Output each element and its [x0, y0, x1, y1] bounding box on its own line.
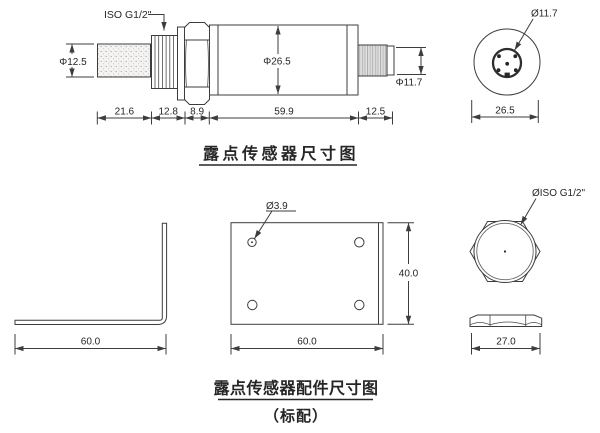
- nut-thread-inner: [476, 222, 534, 281]
- nut-thread-label: ØISO G1/2": [532, 188, 585, 199]
- length-filter-label: 21.6: [115, 107, 135, 118]
- process-thread: [151, 35, 178, 89]
- endview-connector-label: Ø11.7: [531, 9, 558, 20]
- sensor-end-view: Ø11.7 26.5: [471, 9, 558, 123]
- dim-plate-hole: Ø3.9: [253, 201, 296, 239]
- dim-filter-diameter: Φ12.5: [59, 43, 94, 78]
- length-body-label: 59.9: [274, 107, 294, 118]
- thread-label-leader: ISO G1/2": [104, 9, 167, 31]
- dim-endview-width: 26.5: [471, 100, 539, 123]
- body-diameter-label: Φ26.5: [263, 57, 291, 68]
- bracket-view: 60.0: [14, 222, 168, 355]
- filter-diameter-label: Φ12.5: [59, 57, 87, 68]
- plate-holes: [247, 237, 365, 311]
- flange: [177, 26, 185, 101]
- connector-pins: [496, 54, 518, 78]
- plate-hole-label: Ø3.9: [266, 201, 288, 212]
- dim-connector-diameter: Φ11.7: [396, 47, 426, 89]
- plate-height-label: 40.0: [399, 269, 419, 280]
- dim-body-diameter: Φ26.5: [263, 26, 291, 94]
- nut-view: ØISO G1/2" 27.0: [469, 188, 585, 355]
- dim-plate-height: 40.0: [387, 222, 419, 325]
- connector-cap: [386, 45, 395, 76]
- bracket-width-label: 60.0: [81, 337, 101, 348]
- sensor-caption: 露点传感器尺寸图: [203, 144, 359, 163]
- sensor-caption-group: 露点传感器尺寸图: [199, 144, 359, 166]
- length-hex-label: 8.9: [190, 107, 204, 118]
- length-connector-label: 12.5: [366, 107, 386, 118]
- dim-endview-connector: Ø11.7: [514, 9, 558, 51]
- nut-side-view: [469, 314, 543, 327]
- plate-width-label: 60.0: [297, 337, 317, 348]
- connector-key-notch: [504, 72, 510, 78]
- dim-nut-thread: ØISO G1/2": [520, 188, 585, 225]
- connector-thread: [357, 44, 388, 77]
- accessory-caption-group: 露点传感器配件尺寸图 （标配）: [213, 379, 378, 426]
- nut-center-mark: [503, 250, 507, 253]
- dim-length-chain: 21.6 12.8 8.9 59.9 12.5: [96, 107, 393, 125]
- nut-width-label: 27.0: [496, 337, 516, 348]
- dim-nut-width: 27.0: [471, 333, 541, 355]
- endview-width-label: 26.5: [495, 106, 515, 117]
- accessory-caption: 露点传感器配件尺寸图: [213, 379, 378, 398]
- length-thread-label: 12.8: [158, 107, 178, 118]
- hex-section: [184, 22, 210, 105]
- sensor-side-view: ISO G1/2" Φ12.5 Φ26.5 Φ11.7: [59, 9, 426, 125]
- sensor-body: [209, 24, 359, 96]
- sintered-filter: [97, 43, 151, 78]
- dim-bracket-width: 60.0: [14, 334, 167, 355]
- thread-label: ISO G1/2": [104, 9, 152, 21]
- accessory-note: （标配）: [264, 407, 328, 425]
- dim-plate-width: 60.0: [230, 334, 384, 355]
- plate-view: Ø3.9 40.0 60.0: [230, 201, 419, 355]
- connector-diameter-label: Φ11.7: [396, 78, 423, 89]
- l-bracket: [14, 222, 168, 325]
